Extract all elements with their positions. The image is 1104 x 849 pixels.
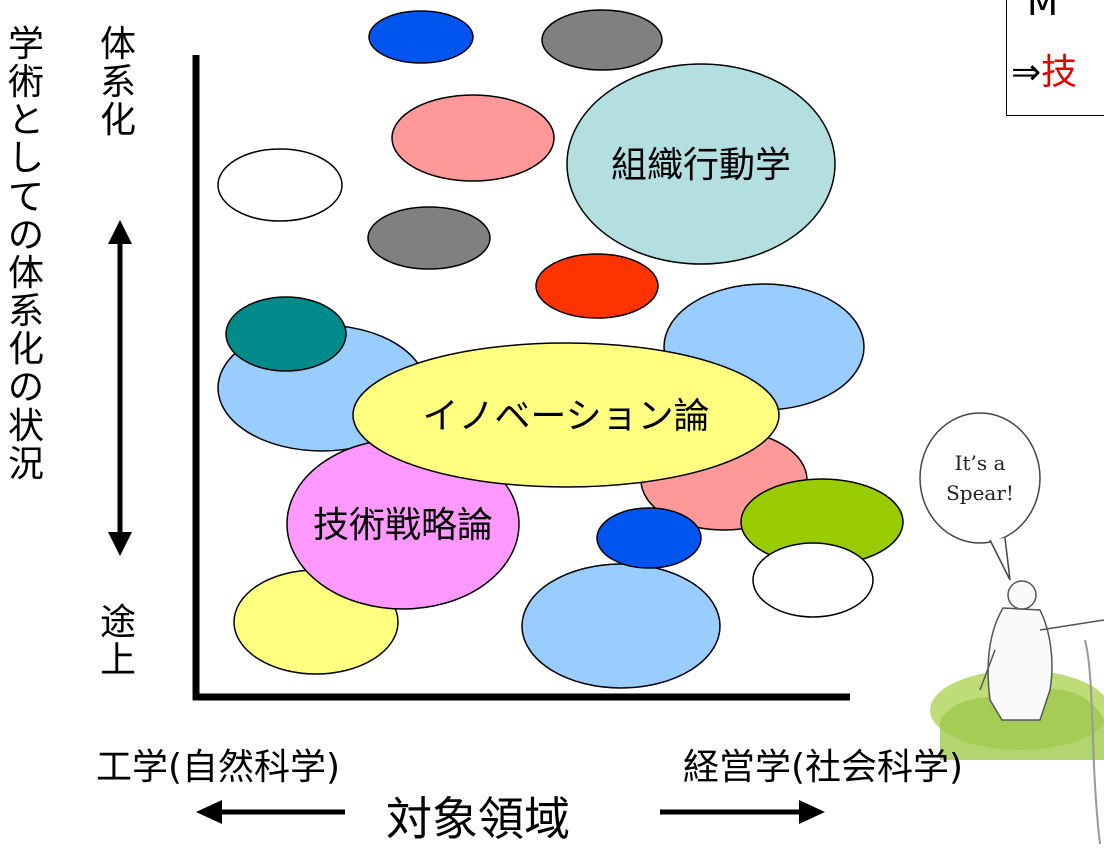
y-axis-top-label: 体系化 [98,24,138,142]
label-technology-strategy: 技術戦略論 [313,505,493,546]
vertical-char: 体 [99,24,136,65]
x-axis-left-label: 工学(自然科学) [96,747,341,788]
y-axis-title: 学術としての体系化の状況 [6,24,46,485]
bubble-pink-upper [391,94,555,182]
cartoon-figure [979,580,1104,721]
vertical-char: て [7,176,44,218]
vertical-char: 況 [7,443,44,485]
bubble-white-upper [217,148,343,222]
bubble-organizational-behavior [566,63,836,265]
vertical-char: 術 [7,62,44,104]
vertical-char: 系 [99,62,136,104]
vertical-double-arrow [108,220,132,556]
vertical-char: の [7,367,44,409]
vertical-char: 化 [99,100,136,142]
note-line1: M [1027,0,1059,24]
vertical-char: 系 [7,291,44,333]
bubble-innovation-theory [352,342,780,488]
bubble-blue-bottom [596,507,702,569]
vertical-char: し [7,138,44,180]
speech-bubble: It’s a Spear! [919,412,1041,581]
bubble-red [535,253,659,319]
note-line2: ⇒技 [1011,43,1077,95]
bubble-gray-middle [367,206,491,270]
vertical-char: の [7,214,44,256]
bubble-teal [225,296,347,372]
label-organizational-behavior: 組織行動学 [611,145,791,186]
x-axis-right-label: 経営学(社会科学) [683,747,964,788]
vertical-char: 化 [7,329,44,371]
speech-line1: It’s a [955,451,1006,475]
bubble-lightblue-bottom [521,563,721,689]
speech-line2: Spear! [946,481,1014,505]
vertical-char: 体 [7,252,44,294]
label-innovation-theory: イノベーション論 [422,396,709,437]
bubble-gray-top [541,9,663,71]
vertical-char: 学 [7,24,44,65]
bubble-blue-top [368,10,474,64]
bubble-white-lower [752,542,874,618]
vertical-char: と [7,100,44,142]
x-axis-title: 対象領域 [386,792,570,846]
note-red-text: 技 [1041,52,1078,93]
vertical-char: 上 [99,640,136,682]
vertical-char: 状 [7,405,44,447]
cartoon-illustration [930,580,1104,844]
y-axis-bottom-label: 途上 [98,602,138,682]
vertical-char: 途 [99,602,136,643]
left-arrow [196,800,345,824]
note-arrow: ⇒ [1011,52,1042,93]
note-box: M ⇒技 [1006,0,1104,116]
right-arrow [660,800,825,824]
